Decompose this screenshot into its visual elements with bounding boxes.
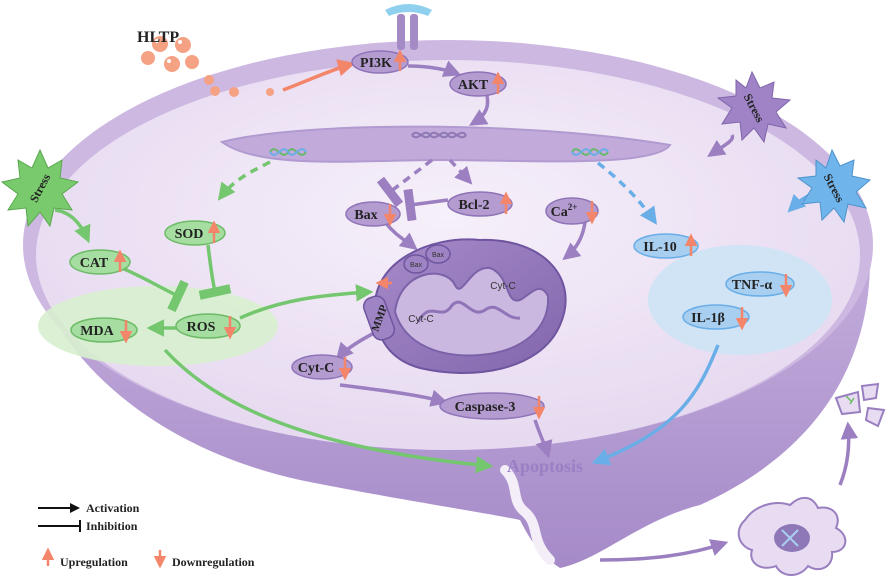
node-tnf: TNF-α xyxy=(725,271,795,298)
svg-text:ROS: ROS xyxy=(187,320,216,335)
legend-downregulation: Downregulation xyxy=(172,555,255,569)
svg-text:CAT: CAT xyxy=(80,256,109,271)
node-il1b: IL-1β xyxy=(682,304,750,331)
cytc-inner-1-label: Cyt-C xyxy=(490,281,516,292)
legend-upregulation: Upregulation xyxy=(60,555,128,569)
svg-text:IL-10: IL-10 xyxy=(643,240,676,255)
bax-small-1-label: Bax xyxy=(410,262,423,269)
ca-label: Ca xyxy=(551,205,568,220)
apoptosis-label: Apoptosis xyxy=(507,456,583,476)
node-caspase3: Caspase-3 xyxy=(439,392,546,420)
svg-text:AKT: AKT xyxy=(458,78,489,93)
bax-oligomer-2 xyxy=(425,244,451,264)
node-mda: MDA xyxy=(70,317,138,344)
membrane-receptor xyxy=(385,4,432,50)
apoptotic-cell-icon xyxy=(737,496,847,576)
legend-activation: Activation xyxy=(86,501,140,515)
hltp-label: HLTP xyxy=(137,29,179,46)
svg-text:Cyt-C: Cyt-C xyxy=(298,361,335,376)
nucleus-band xyxy=(219,125,672,163)
mitochondrion: Bax Bax Cyt-C Cyt-C MMP xyxy=(362,238,567,374)
node-cat: CAT xyxy=(69,249,131,275)
bax-oligomer-1 xyxy=(403,254,429,274)
svg-text:PI3K: PI3K xyxy=(360,56,392,71)
bax-small-2-label: Bax xyxy=(432,252,445,259)
node-pi3k: PI3K xyxy=(351,49,409,74)
svg-text:MDA: MDA xyxy=(80,324,114,339)
svg-text:SOD: SOD xyxy=(175,227,204,242)
svg-text:Bax: Bax xyxy=(354,208,377,223)
svg-text:IL-1β: IL-1β xyxy=(691,311,725,326)
node-ca: Ca2+ xyxy=(545,197,599,225)
inflammation-halo xyxy=(648,245,832,355)
node-cytc: Cyt-C xyxy=(291,354,353,381)
svg-text:Bcl-2: Bcl-2 xyxy=(458,198,489,213)
cytc-inner-2-label: Cyt-C xyxy=(408,314,434,325)
svg-text:Ca2+: Ca2+ xyxy=(551,202,578,220)
mmp-node xyxy=(362,295,396,341)
stress-burst-left: Stress xyxy=(0,148,80,228)
legend: Activation Inhibition Upregulation Downr… xyxy=(38,501,255,569)
arrows xyxy=(54,59,859,562)
svg-text:TNF-α: TNF-α xyxy=(732,278,773,293)
stress-burst-right: Stress xyxy=(796,148,872,224)
node-bcl2: Bcl-2 xyxy=(447,191,513,217)
legend-inhibition: Inhibition xyxy=(86,519,138,533)
stress-burst-right-top: Stress xyxy=(716,70,792,144)
node-bax: Bax xyxy=(345,201,401,227)
node-akt: AKT xyxy=(449,71,507,97)
crack xyxy=(500,465,555,565)
svg-text:Caspase-3: Caspase-3 xyxy=(455,400,516,415)
ca-superscript: 2+ xyxy=(568,202,578,212)
node-il10: IL-10 xyxy=(633,233,699,259)
node-ros: ROS xyxy=(175,313,241,340)
cell-fragments-icon xyxy=(834,382,886,428)
node-sod: SOD xyxy=(164,220,226,246)
